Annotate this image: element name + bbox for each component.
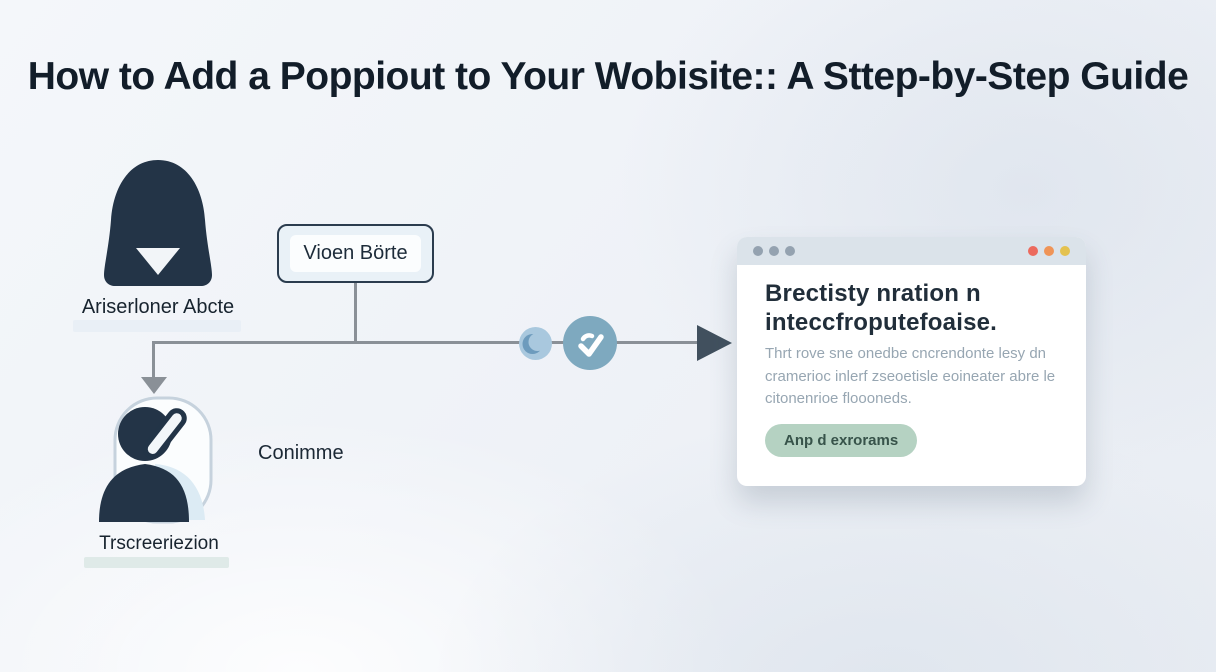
connector-label: Conimme [258,442,344,464]
check-circle-icon [563,316,617,370]
window-dot-icon [785,246,795,256]
maximize-dot-icon [1060,246,1070,256]
popup-heading-line2: inteccfroputefoaise. [765,309,998,337]
popup-body-line1: Thrt rove sne onedbe cncrendonte lesy dn [765,345,1047,362]
popup-heading-line1: Brectisty nration n [765,280,981,307]
arrow-down-icon [141,377,167,394]
bell-label-underline [73,320,241,332]
flow-step-box: Vioen Börte [277,224,434,283]
close-dot-icon [1028,246,1038,256]
moon-progress-icon [518,326,553,361]
bell-icon [98,158,218,288]
popup-body-line3: citonenrioe floooneds. [765,390,912,407]
person-edit-icon [85,394,217,528]
page-title: How to Add a Poppiout to Your Wobisite::… [27,55,1189,98]
window-traffic-lights [1028,246,1070,256]
connector-line-vertical-from-box [354,283,357,343]
minimize-dot-icon [1044,246,1054,256]
popup-body-text: Thrt rove sne onedbe cncrendonte lesy dn… [765,343,1065,411]
browser-window-titlebar [737,237,1086,265]
popup-body-line2: cramerioc inlerf zseoetisle eoineater ab… [765,367,1056,385]
window-dot-icon [769,246,779,256]
popup-action-button[interactable]: Anp d exrorams [765,424,918,457]
connector-line-horizontal [152,341,700,344]
connector-line-vertical-left [152,341,155,379]
bell-icon-label: Ariserloner Abcte [81,296,235,318]
window-dot-icon [753,246,763,256]
person-icon-label: Trscreeriezion [99,533,219,554]
popup-heading: Brectisty nration n inteccfroputefoaise. [765,279,1065,338]
browser-window: Brectisty nration n inteccfroputefoaise.… [737,237,1086,486]
person-label-underline [84,557,229,568]
window-dots-left [753,246,795,256]
flow-step-box-label: Vioen Börte [290,235,421,272]
arrow-right-icon [697,325,732,361]
